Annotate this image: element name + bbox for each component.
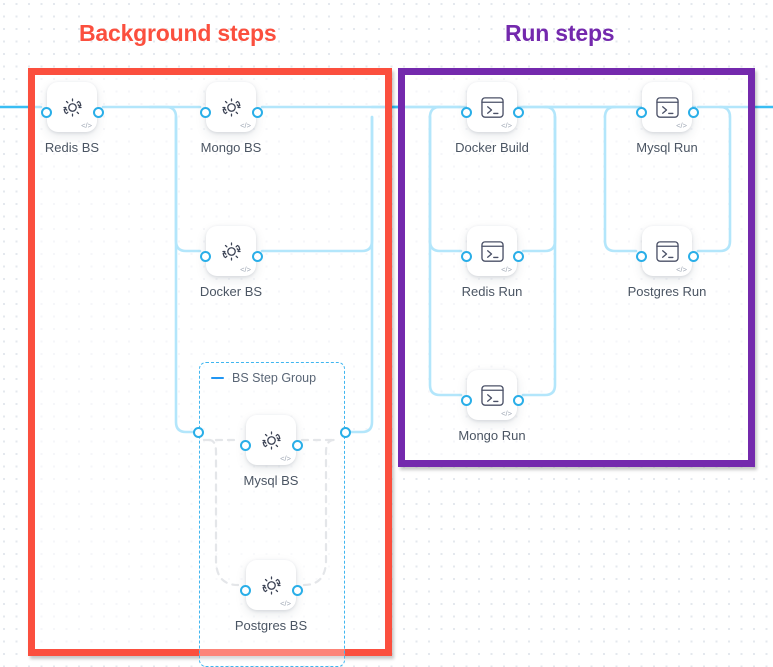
node-input-port[interactable] xyxy=(239,440,251,451)
code-badge: </> xyxy=(676,264,687,274)
terminal-icon xyxy=(479,383,506,408)
node-input-port[interactable] xyxy=(199,251,211,262)
node-redis-run[interactable]: </> Redis Run xyxy=(460,226,524,299)
node-output-port[interactable] xyxy=(291,440,303,451)
node-label: Docker Build xyxy=(455,140,529,155)
node-input-port[interactable] xyxy=(199,107,211,118)
node-input-port[interactable] xyxy=(635,107,647,118)
bs-step-group-label: BS Step Group xyxy=(232,371,317,385)
node-output-port[interactable] xyxy=(687,251,699,262)
minus-icon[interactable] xyxy=(211,376,224,380)
node-label: Mongo Run xyxy=(458,428,526,443)
node-label: Postgres BS xyxy=(234,618,308,633)
code-badge: </> xyxy=(676,120,687,130)
code-badge: </> xyxy=(280,453,291,463)
gear-sync-icon xyxy=(258,572,285,599)
node-input-port[interactable] xyxy=(460,107,472,118)
node-label: Docker BS xyxy=(199,284,263,299)
node-label: Postgres Run xyxy=(627,284,707,299)
bs-step-group-in-port[interactable] xyxy=(193,426,204,438)
node-output-port[interactable] xyxy=(512,395,524,406)
node-postgres-bs[interactable]: </> Postgres BS xyxy=(235,560,307,633)
node-output-port[interactable] xyxy=(512,107,524,118)
gear-sync-icon xyxy=(218,238,245,265)
node-mongo-run[interactable]: </> Mongo Run xyxy=(458,370,526,443)
node-label: Mysql BS xyxy=(243,473,299,488)
node-mysql-bs[interactable]: </> Mysql BS xyxy=(239,415,303,488)
node-output-port[interactable] xyxy=(512,251,524,262)
node-input-port[interactable] xyxy=(635,251,647,262)
node-card[interactable]: </> xyxy=(642,82,692,132)
node-input-port[interactable] xyxy=(460,395,472,406)
node-mongo-bs[interactable]: </> Mongo BS xyxy=(199,82,263,155)
code-badge: </> xyxy=(280,598,291,608)
node-input-port[interactable] xyxy=(239,585,251,596)
node-card[interactable]: </> xyxy=(47,82,97,132)
node-redis-bs[interactable]: </> Redis BS xyxy=(40,82,104,155)
code-badge: </> xyxy=(501,120,512,130)
code-badge: </> xyxy=(81,120,92,130)
node-card[interactable]: </> xyxy=(467,82,517,132)
node-mysql-run[interactable]: </> Mysql Run xyxy=(635,82,699,155)
highlight-box-run-steps xyxy=(398,68,755,467)
node-card[interactable]: </> xyxy=(246,560,296,610)
node-card[interactable]: </> xyxy=(206,226,256,276)
node-docker-build[interactable]: </> Docker Build xyxy=(455,82,529,155)
code-badge: </> xyxy=(501,408,512,418)
node-label: Redis Run xyxy=(461,284,523,299)
terminal-icon xyxy=(479,95,506,120)
node-postgres-run[interactable]: </> Postgres Run xyxy=(628,226,706,299)
node-card[interactable]: </> xyxy=(642,226,692,276)
node-label: Redis BS xyxy=(44,140,100,155)
code-badge: </> xyxy=(240,264,251,274)
node-card[interactable]: </> xyxy=(467,226,517,276)
node-output-port[interactable] xyxy=(687,107,699,118)
node-output-port[interactable] xyxy=(291,585,303,596)
node-input-port[interactable] xyxy=(40,107,52,118)
node-card[interactable]: </> xyxy=(246,415,296,465)
node-output-port[interactable] xyxy=(251,107,263,118)
code-badge: </> xyxy=(240,120,251,130)
node-card[interactable]: </> xyxy=(467,370,517,420)
terminal-icon xyxy=(654,239,681,264)
bs-step-group-out-port[interactable] xyxy=(339,426,351,438)
gear-sync-icon xyxy=(59,94,86,121)
gear-sync-icon xyxy=(218,94,245,121)
terminal-icon xyxy=(654,95,681,120)
node-card[interactable]: </> xyxy=(206,82,256,132)
node-label: Mysql Run xyxy=(636,140,698,155)
code-badge: </> xyxy=(501,264,512,274)
terminal-icon xyxy=(479,239,506,264)
node-label: Mongo BS xyxy=(200,140,262,155)
node-output-port[interactable] xyxy=(92,107,104,118)
node-input-port[interactable] xyxy=(460,251,472,262)
highlight-title-background-steps: Background steps xyxy=(79,20,277,46)
bs-step-group-header[interactable]: BS Step Group xyxy=(211,371,316,385)
gear-sync-icon xyxy=(258,427,285,454)
node-output-port[interactable] xyxy=(251,251,263,262)
highlight-title-run-steps: Run steps xyxy=(505,20,615,46)
node-docker-bs[interactable]: </> Docker BS xyxy=(199,226,263,299)
